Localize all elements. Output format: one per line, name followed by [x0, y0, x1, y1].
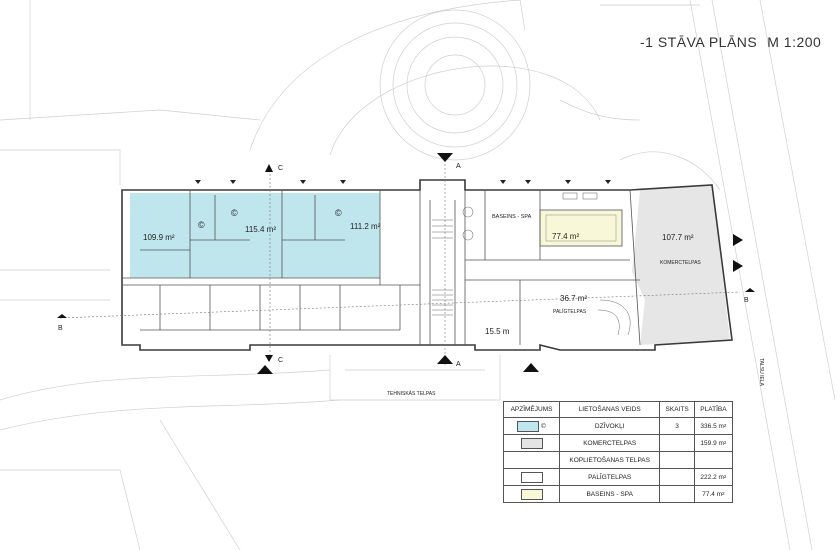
section-arrows [57, 153, 755, 374]
unit-symbol-3: © [335, 208, 342, 218]
legend-header-area: PLATĪBA [693, 401, 734, 418]
apartment-3-area: 111.2 m² [350, 222, 381, 231]
apartment-2-area: 115.4 m² [245, 225, 276, 234]
apartment-swatch [517, 420, 540, 432]
legend-area-cell: 336.5 m2 [693, 417, 734, 435]
legend-swatch-cell: © [502, 417, 561, 435]
legend-type: KOPLIETOŠANAS TELPAS [559, 451, 661, 469]
legend-table: APZĪMĒJUMS LIETOŠANAS VEIDS SKAITS PLATĪ… [502, 401, 734, 503]
legend-area-cell: 159.9 m2 [693, 434, 734, 452]
legend-header-use: LIETOŠANAS VEIDS [559, 401, 661, 418]
street-label: TALSU IELA [758, 358, 764, 387]
legend-swatch-cell [502, 485, 561, 503]
pool-zone [539, 209, 623, 247]
legend-area-sup: 2 [722, 490, 725, 496]
legend-area: 159.9 m [700, 439, 724, 447]
legend-count [659, 485, 695, 503]
legend-row-shared: KOPLIETOŠANAS TELPAS [502, 451, 734, 469]
legend-area: 222.2 m [700, 473, 724, 481]
tech-label: TEHNISKĀS TELPAS [387, 390, 436, 397]
window-markers [195, 180, 611, 184]
legend-area-cell [693, 451, 734, 469]
legend-area: 77.4 m [702, 490, 723, 498]
legend-type: DZĪVOKĻI [559, 417, 661, 435]
commercial-swatch [520, 437, 543, 449]
commercial-area: 107.7 m² [662, 233, 694, 242]
section-lines [59, 160, 741, 365]
legend-header-symbol: APZĪMĒJUMS [502, 401, 561, 418]
section-b-right: B [744, 297, 749, 304]
aux-area: 36.7 m² [560, 294, 587, 303]
legend-type: PALĪGTELPAS [559, 468, 661, 486]
commercial-label: KOMERCTELPAS [660, 260, 701, 266]
pool-swatch [520, 488, 543, 500]
legend-count: 3 [659, 417, 695, 435]
legend-row-apartments: © DZĪVOKĻI 3 336.5 m2 [502, 417, 734, 435]
legend-count [659, 434, 695, 452]
legend-count [659, 451, 695, 469]
section-c-bottom: C [278, 357, 283, 364]
section-a-bottom: A [456, 361, 461, 368]
legend-area-sup: 2 [723, 422, 727, 428]
commercial-zone [632, 185, 730, 345]
pool-label: BASEINS - SPA [492, 214, 532, 220]
unit-symbol-2: © [231, 208, 238, 218]
plan-title-main: -1 STĀVA PLĀNS [640, 34, 758, 50]
unit-symbol-1: © [198, 220, 205, 230]
legend-row-auxiliary: PALĪGTELPAS 222.2 m2 [502, 468, 734, 486]
plan-title: -1 STĀVA PLĀNS M 1:200 [640, 34, 821, 50]
legend-swatch-cell [502, 468, 561, 486]
legend-area: 336.5 m [700, 422, 724, 430]
legend-unit-symbol: © [541, 422, 546, 430]
legend-header-count: SKAITS [659, 401, 695, 418]
small-room-area: 15.5 m [485, 327, 510, 336]
legend-type: KOMERCTELPAS [559, 434, 661, 452]
plan-scale: M 1:200 [767, 34, 822, 50]
auxiliary-swatch [520, 471, 543, 483]
section-c-top: C [278, 165, 283, 172]
legend-swatch-cell [502, 434, 561, 452]
legend-area-cell: 77.4 m2 [693, 485, 734, 503]
aux-label: PALĪGTELPAS [553, 308, 587, 315]
legend-header-row: APZĪMĒJUMS LIETOŠANAS VEIDS SKAITS PLATĪ… [502, 401, 734, 418]
legend-area-sup: 2 [723, 439, 727, 445]
building-walls [121, 179, 733, 351]
apartment-zones [130, 193, 380, 278]
legend-row-pool: BASEINS - SPA 77.4 m2 [502, 485, 734, 503]
legend-swatch-cell [502, 451, 561, 469]
legend-area-sup: 2 [723, 473, 727, 479]
pool-area: 77.4 m² [552, 232, 579, 241]
stairs [432, 219, 631, 336]
apartment-1-area: 109.9 m² [143, 233, 175, 242]
section-b-left: B [58, 325, 63, 332]
legend-row-commercial: KOMERCTELPAS 159.9 m2 [502, 434, 734, 452]
legend-count [659, 468, 695, 486]
legend-area-cell: 222.2 m2 [693, 468, 734, 486]
legend-type: BASEINS - SPA [559, 485, 661, 503]
section-a-top: A [456, 163, 461, 170]
